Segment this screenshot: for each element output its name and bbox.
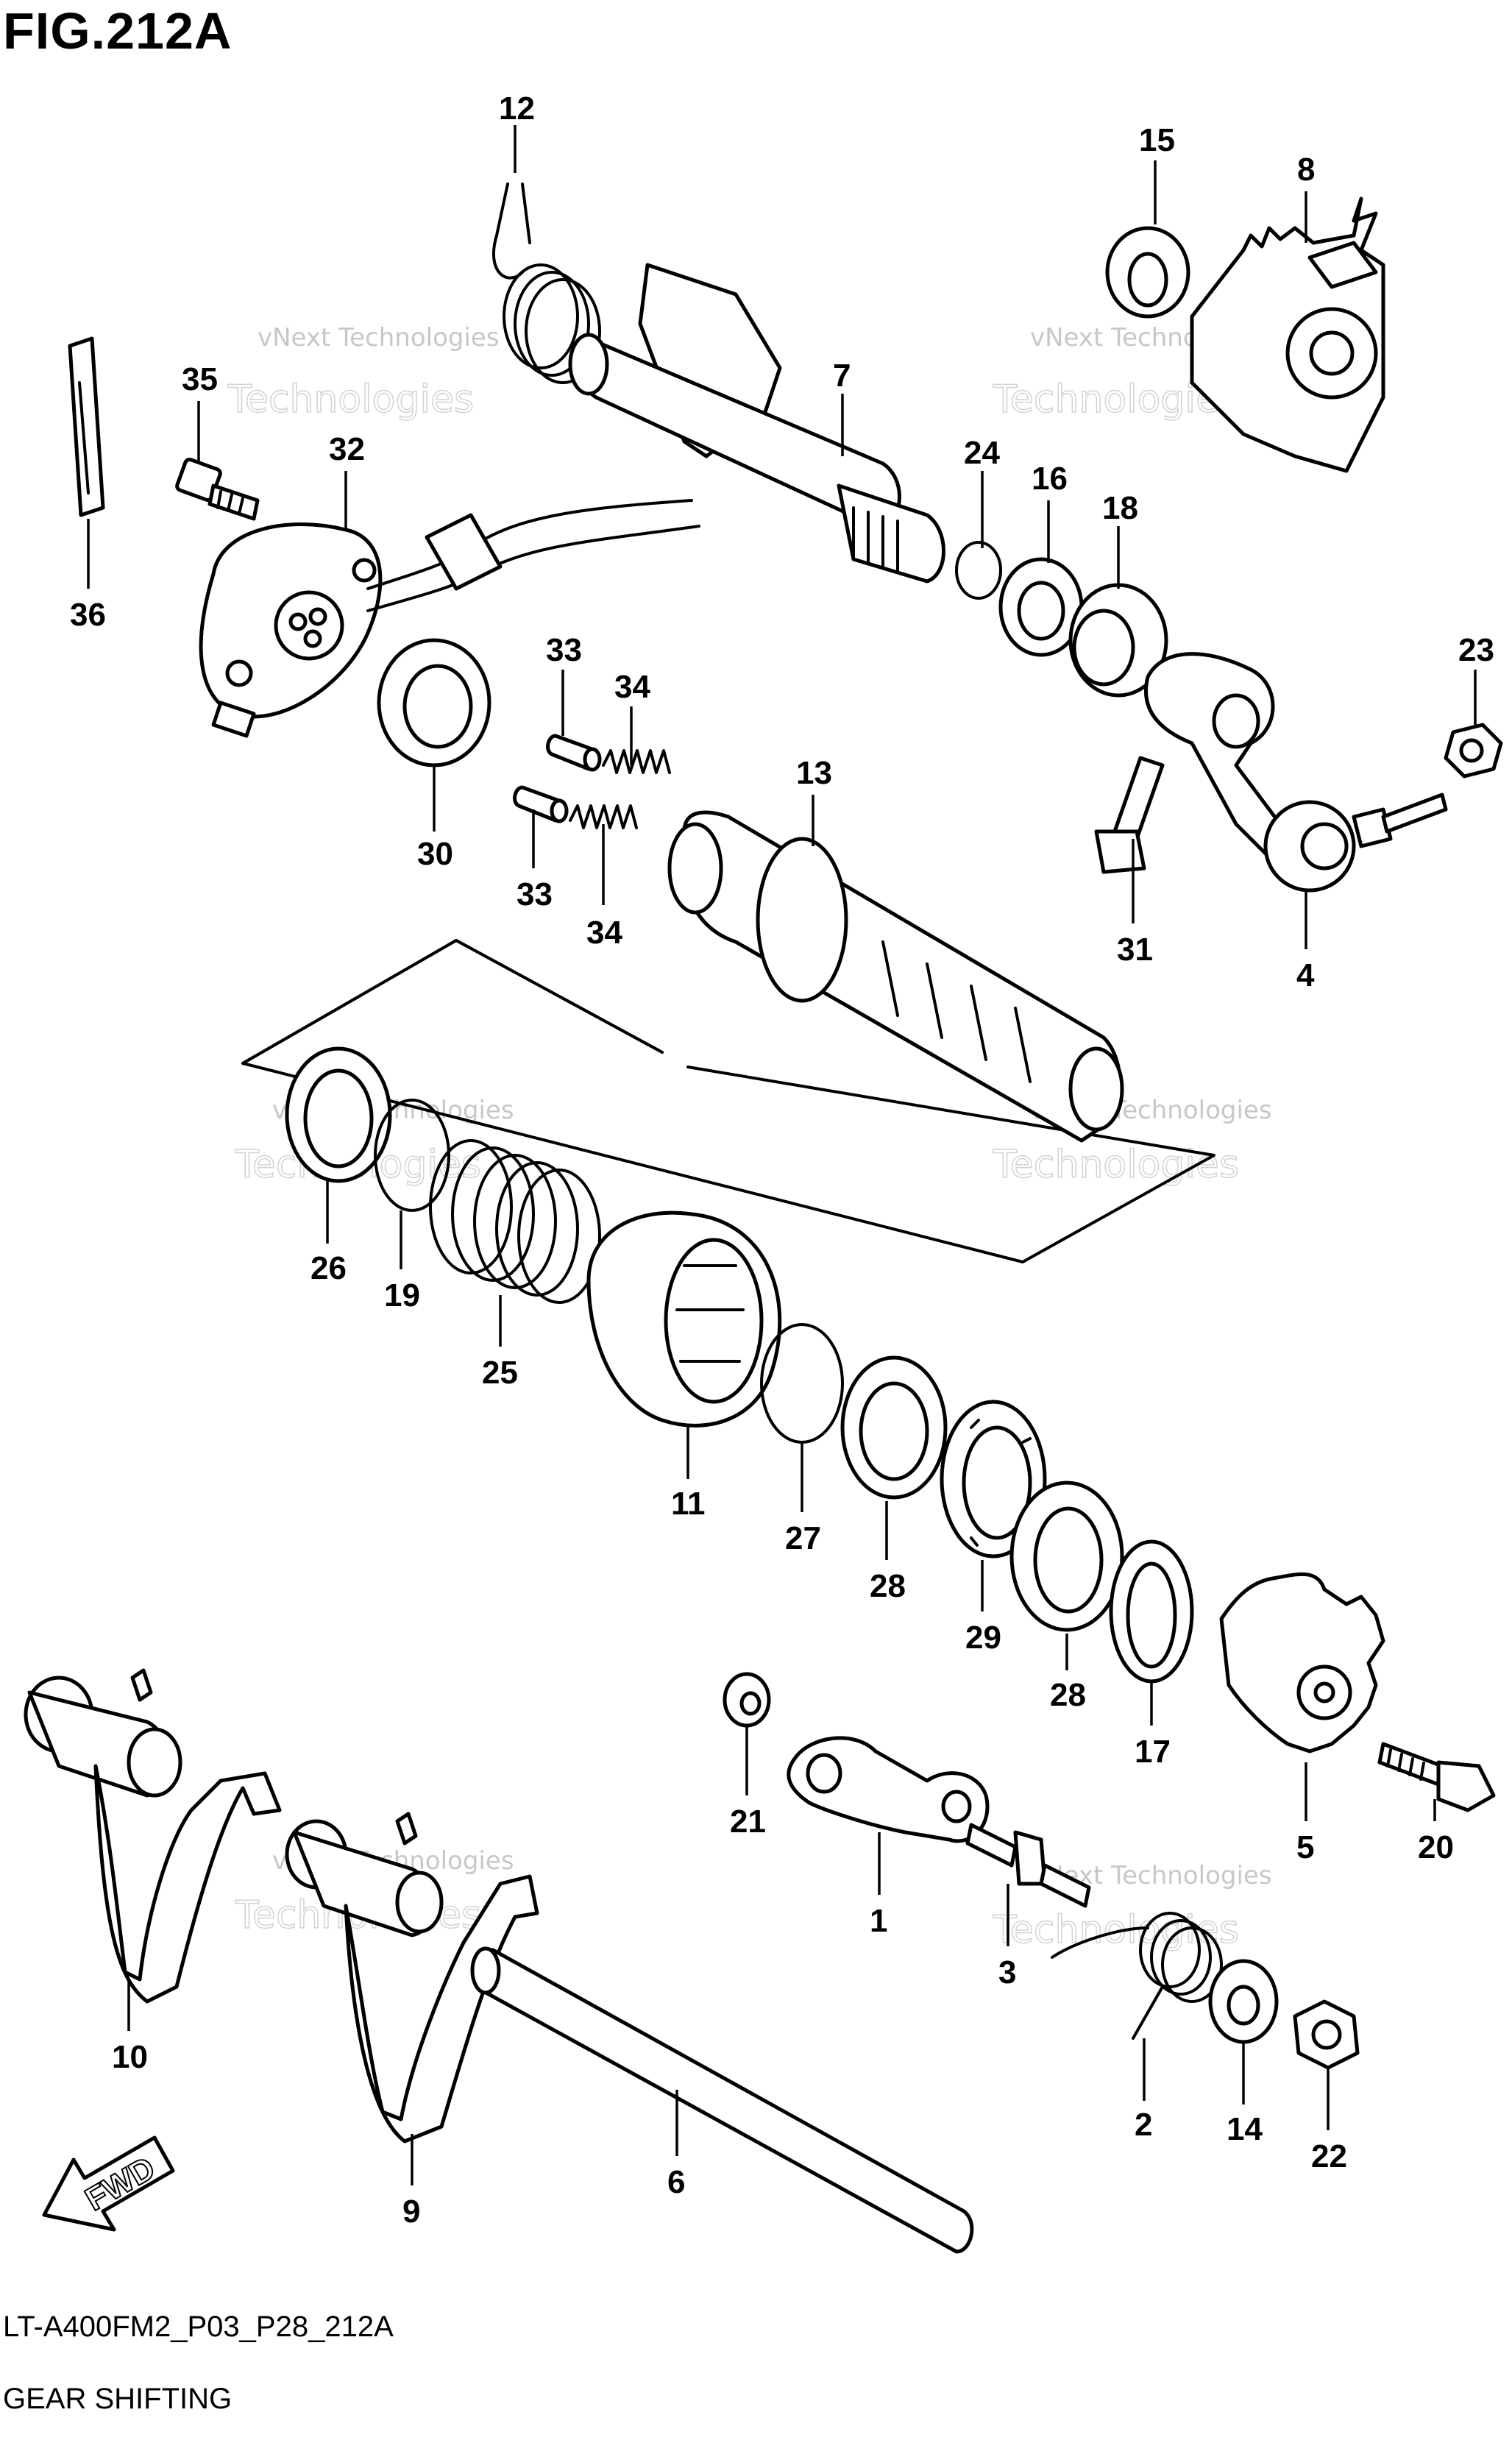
part-11-cam-gear [586, 1210, 782, 1428]
part-10-shift-fork [24, 1668, 282, 2004]
part-31-bolt [1094, 756, 1165, 874]
part-4-shift-lever [1144, 652, 1448, 893]
section-name: GEAR SHIFTING [3, 2383, 233, 2415]
part-24-circlip [955, 541, 1002, 600]
callout-28: 28 [870, 1568, 906, 1604]
part-12-spring [491, 182, 601, 384]
part-14-washer [1208, 1959, 1279, 2044]
callout-25: 25 [482, 1355, 518, 1391]
part-8-gear-sector [1190, 196, 1385, 473]
part-33-pin [546, 734, 602, 772]
callout-31: 31 [1117, 932, 1153, 968]
callout-3: 3 [998, 1954, 1016, 1990]
callout-14: 14 [1227, 2111, 1263, 2147]
callout-20: 20 [1418, 1829, 1454, 1865]
callout-11: 11 [671, 1486, 706, 1522]
model-code: LT-A400FM2_P03_P28_212A [3, 2311, 394, 2343]
part-32-switch [199, 499, 700, 738]
fwd-direction-arrow: FWD [42, 2135, 175, 2232]
callout-7: 7 [833, 358, 851, 394]
callout-34: 34 [614, 669, 650, 705]
callout-32: 32 [329, 431, 365, 467]
part-27-circlip [760, 1323, 844, 1444]
callout-28: 28 [1050, 1677, 1086, 1713]
callout-8: 8 [1297, 152, 1315, 188]
callout-30: 30 [417, 836, 453, 872]
callout-34: 34 [586, 915, 622, 951]
callout-18: 18 [1102, 490, 1138, 526]
callout-5: 5 [1296, 1829, 1314, 1865]
callout-13: 13 [796, 755, 832, 791]
callout-24: 24 [964, 435, 1000, 471]
part-19-circlip [374, 1099, 450, 1212]
callout-9: 9 [402, 2194, 420, 2230]
callout-29: 29 [965, 1620, 1001, 1656]
part-22-nut [1293, 1999, 1360, 2070]
part-6-shift-fork-shaft [470, 1946, 974, 2254]
callout-16: 16 [1032, 461, 1068, 497]
part-7-shift-shaft [568, 263, 945, 584]
callout-36: 36 [70, 597, 106, 633]
callout-10: 10 [112, 2039, 148, 2075]
callout-labels: 12 15 8 7 35 32 36 24 16 18 23 33 34 30 … [70, 91, 1494, 2230]
callout-1: 1 [870, 1903, 887, 1939]
part-13-shift-cam [667, 810, 1124, 1143]
callout-4: 4 [1296, 957, 1315, 993]
part-20-bolt [1377, 1742, 1496, 1812]
part-17-washer [1109, 1539, 1194, 1684]
part-36-clip [68, 336, 105, 517]
callout-19: 19 [384, 1277, 420, 1313]
callout-17: 17 [1135, 1734, 1171, 1770]
callout-15: 15 [1139, 122, 1175, 158]
callout-12: 12 [499, 91, 535, 127]
part-26-ring [285, 1046, 392, 1183]
callout-26: 26 [310, 1250, 347, 1286]
part-30-washer [377, 638, 491, 767]
part-21-washer [723, 1672, 771, 1728]
callout-23: 23 [1458, 632, 1494, 668]
watermark-text: Technologies [993, 1143, 1239, 1187]
watermark-text: Technologies [227, 377, 474, 422]
part-33-pin [513, 785, 569, 823]
part-5-stopper [1219, 1572, 1385, 1754]
part-25-spring [429, 1139, 601, 1304]
watermark-text: vNext Technologies [258, 323, 500, 352]
part-34-spring [569, 804, 638, 829]
part-28-washer [840, 1355, 948, 1500]
part-15-ring [1105, 226, 1190, 319]
callout-33: 33 [517, 876, 553, 912]
callout-6: 6 [667, 2164, 685, 2200]
part-16-washer [998, 557, 1084, 657]
callout-33: 33 [546, 632, 582, 668]
part-9-shift-fork [285, 1812, 539, 2144]
part-35-bolt [175, 457, 260, 521]
part-28-washer [1009, 1481, 1124, 1632]
part-3-bolt [965, 1823, 1091, 1908]
figure-title: FIG.212A [3, 2, 233, 60]
callout-2: 2 [1135, 2107, 1152, 2143]
part-34-spring [602, 749, 671, 774]
part-23-nut [1444, 723, 1503, 779]
callout-21: 21 [730, 1804, 766, 1840]
callout-22: 22 [1311, 2138, 1347, 2174]
leader-lines [87, 125, 1477, 2185]
subassembly-frame [241, 939, 664, 1065]
part-1-shift-arm [787, 1736, 990, 1843]
part-2-spring [1051, 1912, 1223, 2040]
callout-27: 27 [785, 1520, 821, 1556]
callout-35: 35 [182, 361, 218, 397]
part-18-oil-seal [1068, 583, 1168, 698]
